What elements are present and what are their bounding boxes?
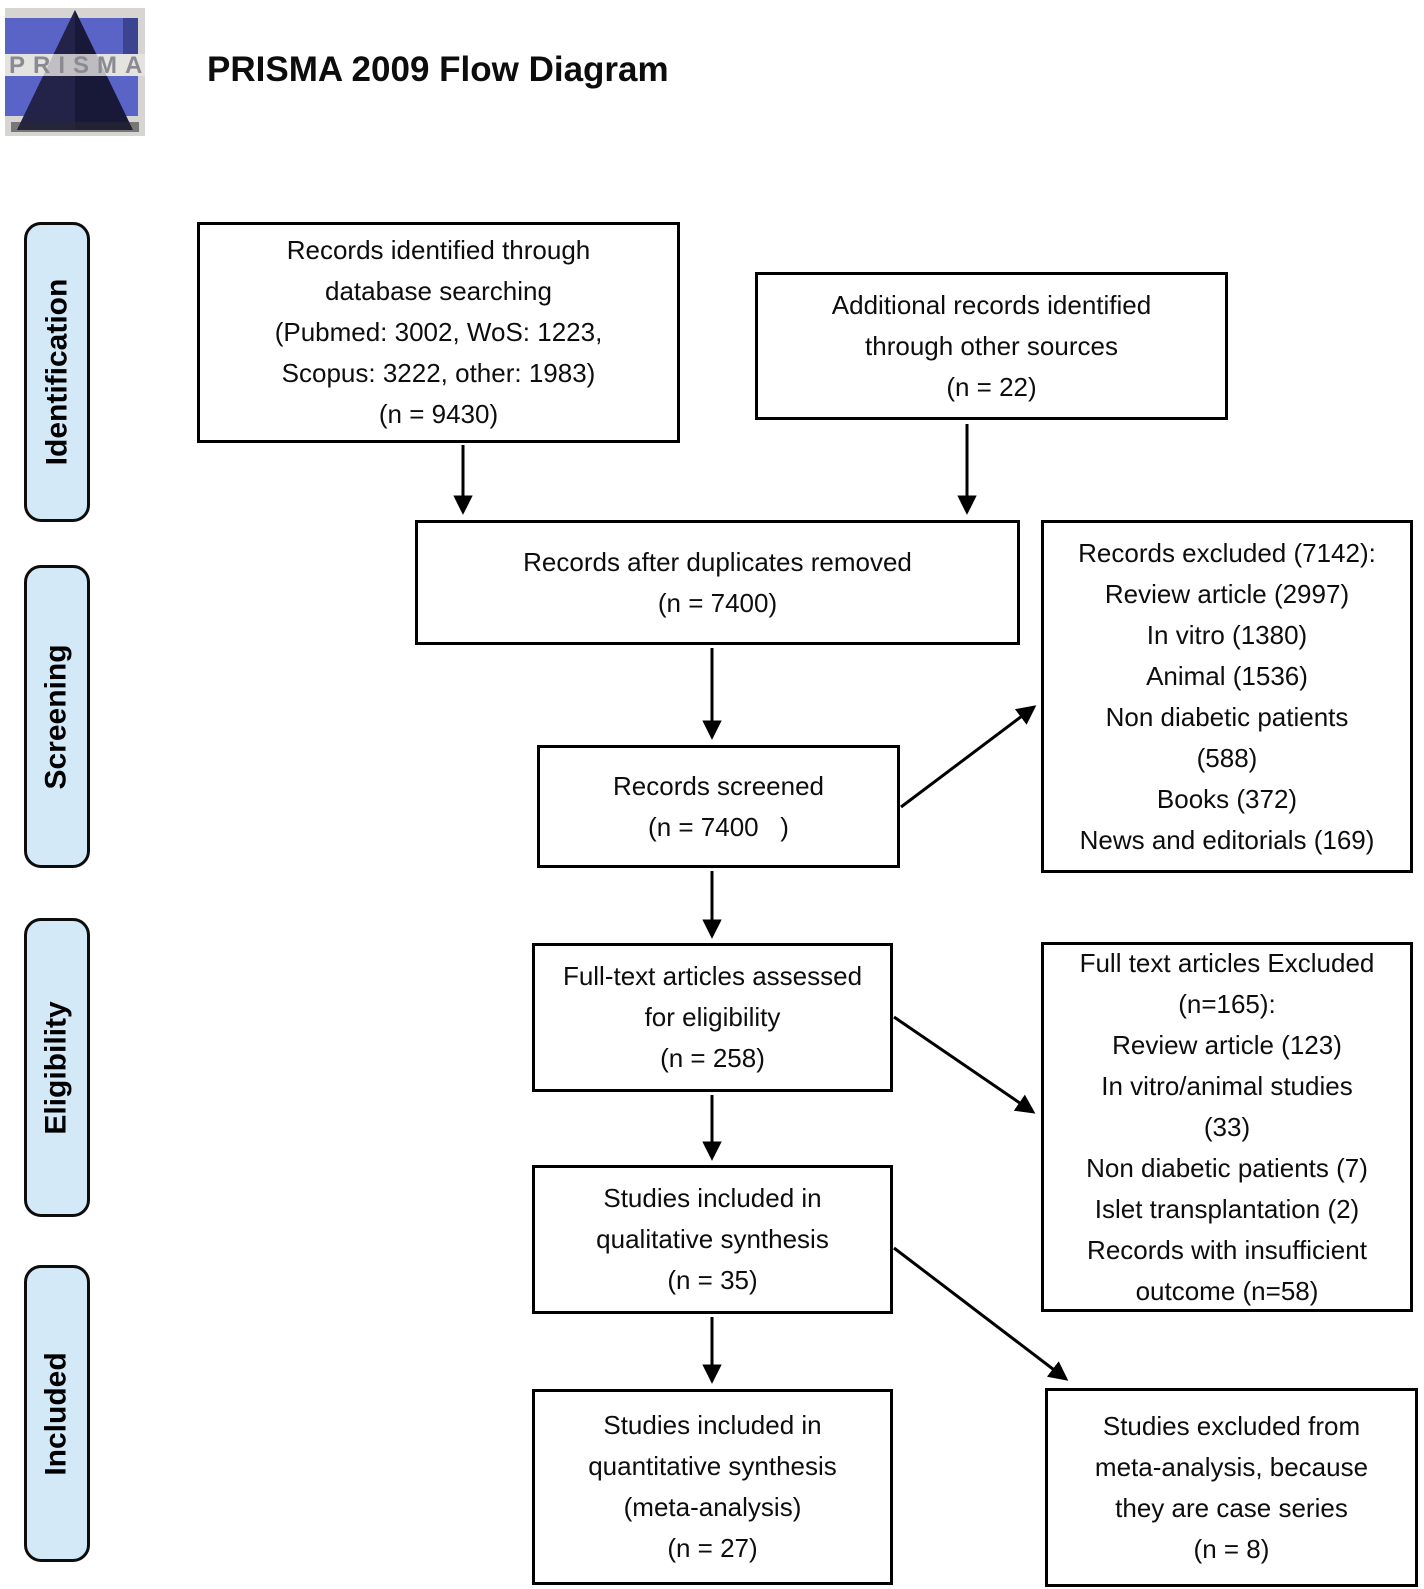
flow-box-fulltext-excluded: Full text articles Excluded (n=165): Rev… — [1041, 942, 1413, 1312]
flow-box-fulltext-assessed: Full-text articles assessed for eligibil… — [532, 943, 893, 1092]
stage-label-text: Included — [40, 1351, 73, 1476]
prisma-logo: PRISMA — [5, 8, 145, 136]
flow-box-duplicates-removed: Records after duplicates removed (n = 74… — [415, 520, 1020, 645]
svg-text:PRISMA: PRISMA — [9, 52, 145, 79]
flow-box-additional-records: Additional records identified through ot… — [755, 272, 1228, 420]
flow-box-records-excluded: Records excluded (7142): Review article … — [1041, 520, 1413, 873]
page-title: PRISMA 2009 Flow Diagram — [207, 50, 669, 89]
flow-box-records-screened: Records screened (n = 7400 ) — [537, 745, 900, 868]
arrow-screened-to-excluded — [900, 705, 1037, 809]
stage-label-text: Eligibility — [40, 1000, 74, 1135]
stage-label-screening: Screening — [24, 565, 90, 868]
stage-label-included: Included — [24, 1265, 90, 1562]
arrow-fulltext-to-fulltext-excluded — [893, 1015, 1036, 1114]
stage-label-identification: Identification — [24, 222, 90, 522]
flow-box-records-identified: Records identified through database sear… — [197, 222, 680, 443]
flow-box-qualitative-synthesis: Studies included in qualitative synthesi… — [532, 1165, 893, 1314]
stage-label-text: Identification — [40, 278, 74, 466]
stage-label-text: Screening — [40, 643, 73, 790]
stage-label-eligibility: Eligibility — [24, 918, 90, 1217]
prisma-logo-icon: PRISMA — [5, 8, 145, 136]
flow-box-quantitative-synthesis: Studies included in quantitative synthes… — [532, 1389, 893, 1585]
flow-box-excluded-from-meta: Studies excluded from meta-analysis, bec… — [1045, 1388, 1418, 1587]
